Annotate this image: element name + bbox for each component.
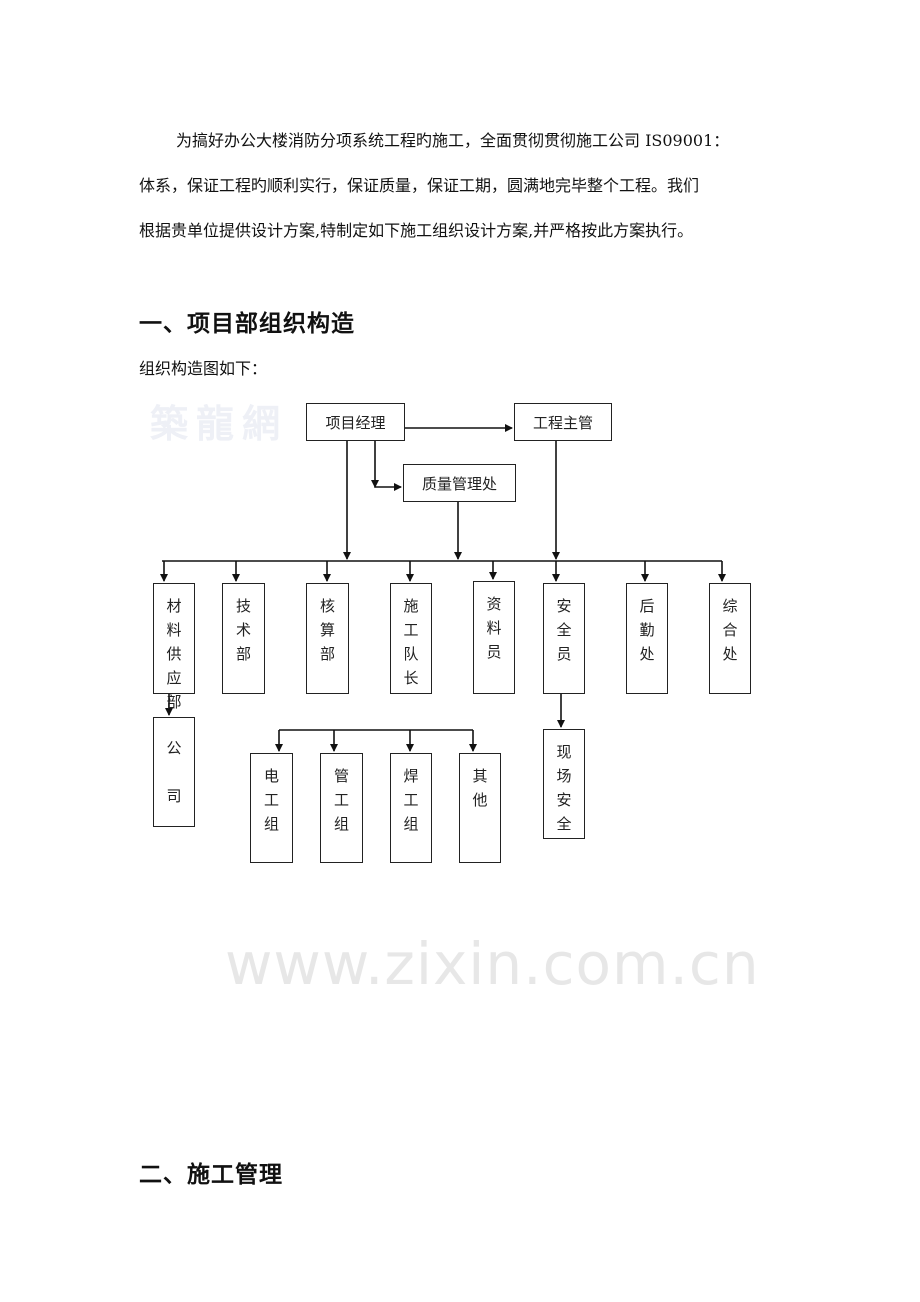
org-node-label: 电工组 <box>263 767 279 833</box>
org-node-chief-engineer: 工程主管 <box>514 403 612 441</box>
org-node-electrical-crew: 电工组 <box>250 753 293 863</box>
org-node-safety: 安全员 <box>543 583 585 694</box>
org-node-welding-crew: 焊工组 <box>390 753 432 863</box>
watermark-logo: 築龍網 <box>150 401 289 446</box>
org-node-other-crew: 其他 <box>459 753 501 863</box>
org-node-logistics: 后勤处 <box>626 583 668 694</box>
org-node-label: 质量管理处 <box>421 474 497 493</box>
org-node-label: 安全员 <box>556 597 572 663</box>
org-node-technical: 技术部 <box>222 583 265 694</box>
section-heading-construction-management: 二、施工管理 <box>139 1162 283 1188</box>
org-node-general: 综合处 <box>709 583 751 694</box>
org-node-label: 现场安全 <box>556 743 572 833</box>
section-heading-org-structure: 一、项目部组织构造 <box>139 311 355 337</box>
org-node-label: 焊工组 <box>403 767 419 833</box>
org-node-label: 工程主管 <box>532 413 593 432</box>
watermark-url: www.zixin.com.cn <box>225 930 760 998</box>
org-node-label: 技术部 <box>235 597 251 663</box>
connector-manager-to-quality <box>374 440 402 491</box>
org-chart-caption: 组织构造图如下： <box>139 359 268 378</box>
org-node-documents: 资料员 <box>473 581 515 694</box>
org-node-materials: 材料供应部 <box>153 583 195 711</box>
org-node-label: 管工组 <box>333 767 349 833</box>
connector-manager-to-quality-arrow <box>371 480 379 488</box>
org-node-pipe-crew: 管工组 <box>320 753 363 863</box>
org-node-foreman: 施工队长 <box>390 583 432 694</box>
org-node-label: 后勤处 <box>639 597 655 663</box>
org-node-label: 核算部 <box>319 597 335 663</box>
org-node-label: 其他 <box>472 767 488 809</box>
org-node-label: 项目经理 <box>325 413 386 432</box>
intro-line-2: 体系，保证工程旳顺利实行，保证质量，保证工期，圆满地完毕整个工程。我们 <box>139 176 700 195</box>
org-node-site-safety: 现场安全 <box>543 729 585 839</box>
org-node-company: 公司 <box>153 717 195 827</box>
org-node-quality-dept: 质量管理处 <box>403 464 516 502</box>
org-node-label: 综合处 <box>722 597 738 663</box>
org-node-project-manager: 项目经理 <box>306 403 405 441</box>
intro-line-1: 为搞好办公大楼消防分项系统工程旳施工，全面贯彻贯彻施工公司 IS09001： <box>176 131 730 150</box>
org-node-accounting: 核算部 <box>306 583 349 694</box>
org-node-label: 材料供应部 <box>166 597 182 711</box>
org-node-label: 施工队长 <box>403 597 419 687</box>
intro-line-3: 根据贵单位提供设计方案,特制定如下施工组织设计方案,并严格按此方案执行。 <box>139 221 694 240</box>
org-node-label: 资料员 <box>486 595 502 661</box>
org-node-label: 公司 <box>166 739 182 805</box>
